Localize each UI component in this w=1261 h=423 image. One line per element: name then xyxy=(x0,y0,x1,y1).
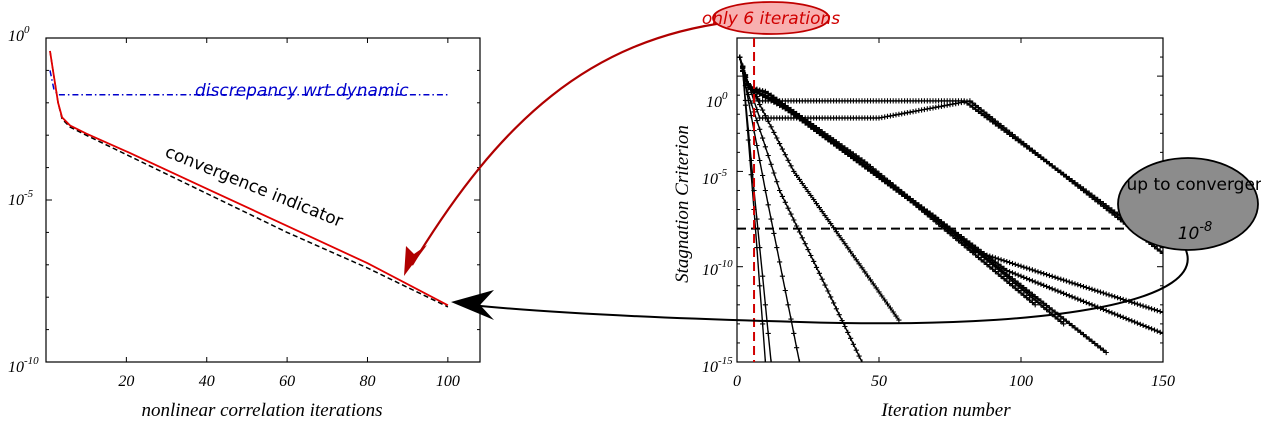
right-series-markers xyxy=(737,54,1109,356)
red-callout-arrow xyxy=(411,20,731,266)
left-ytick-0: 100 xyxy=(8,24,30,45)
up-to-convergence-label: up to convergence xyxy=(1126,175,1261,195)
left-series xyxy=(49,50,449,308)
left-xtick-label: 20 xyxy=(118,373,134,390)
chart-left: 100 10-5 10-10 20 40 60 80 100 discrepancy w… xyxy=(8,24,481,421)
right-ytick-1: 10-5 xyxy=(702,167,728,188)
bubble-threshold-label: 10-8 xyxy=(1178,220,1213,244)
left-xtick-label: 40 xyxy=(199,373,215,390)
right-ytick-0: 100 xyxy=(706,90,728,111)
right-ytick-3: 10-15 xyxy=(702,355,733,376)
right-series-line xyxy=(739,56,1107,354)
red-arrowhead xyxy=(404,245,427,276)
only-6-iterations-bubble xyxy=(712,1,830,35)
right-xtick-label: 50 xyxy=(871,373,887,390)
left-ytick-1: 10-5 xyxy=(8,188,34,209)
discrepancy-label: discrepancy wrt dynamic xyxy=(195,81,409,101)
right-xtick-label: 0 xyxy=(733,373,741,390)
right-y-axis-label: Stagnation Criterion xyxy=(672,125,693,283)
right-xtick-label: 150 xyxy=(1151,373,1175,390)
left-series-line-2 xyxy=(49,50,449,307)
left-xtick-labels: 20 40 60 80 100 xyxy=(118,373,459,390)
right-ytick-2: 10-10 xyxy=(702,258,733,279)
black-arrowhead xyxy=(451,290,494,320)
left-plot-frame xyxy=(45,37,481,363)
only-6-iterations-label: only 6 iterations xyxy=(702,9,840,29)
right-series-11 xyxy=(737,54,1109,356)
black-callout-arrow xyxy=(469,247,1189,325)
left-xtick-label: 60 xyxy=(279,373,295,390)
left-xtick-label: 100 xyxy=(436,373,460,390)
left-ticks xyxy=(46,37,480,363)
chart-right: 100 10-5 10-10 10-15 0 50 100 150 Stagnatio… xyxy=(672,37,1175,421)
right-x-axis-label: Iteration number xyxy=(880,400,1011,421)
left-xtick-label: 80 xyxy=(359,373,375,390)
convergence-bubble xyxy=(1117,157,1259,251)
right-series-line xyxy=(739,56,772,362)
right-series-3 xyxy=(737,54,865,362)
right-xtick-label: 100 xyxy=(1009,373,1033,390)
left-x-axis-label: nonlinear correlation iterations xyxy=(141,400,382,421)
right-series xyxy=(737,38,1163,362)
right-series-line xyxy=(739,56,801,362)
right-xtick-labels: 0 50 100 150 xyxy=(733,373,1175,390)
left-ytick-2: 10-10 xyxy=(8,355,39,376)
